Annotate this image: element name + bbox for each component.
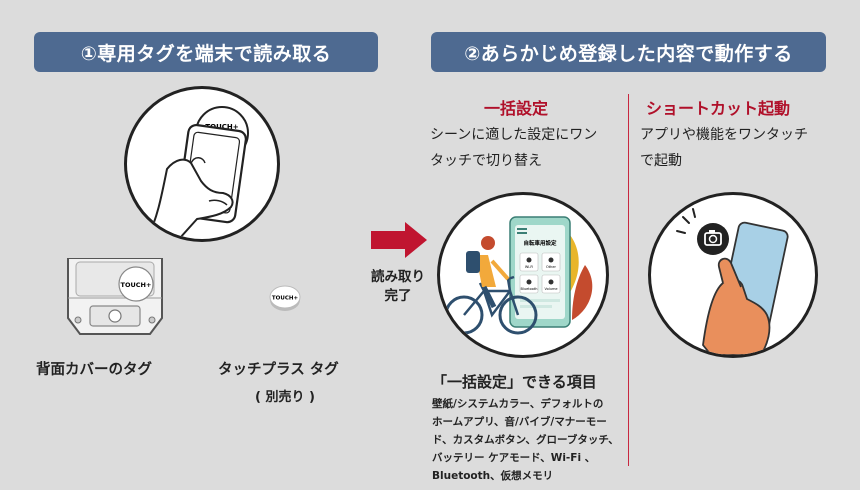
svg-text:Bluetooth: Bluetooth	[521, 287, 538, 291]
shortcut-illustration	[648, 192, 818, 358]
bicycle-illustration: 自転車用設定 Wi-Fi Other Bluetooth Volume	[437, 192, 609, 358]
tap-illustration: TOUCH+	[124, 86, 280, 242]
phone-title: 自転車用設定	[523, 239, 557, 247]
tag-text: TOUCH+	[205, 123, 238, 131]
touchplus-note: ( 別売り )	[255, 390, 315, 405]
touchplus-label: タッチプラス タグ	[218, 362, 339, 378]
bulk-desc-line1: シーンに適した設定にワン	[430, 127, 598, 143]
svg-text:Other: Other	[546, 265, 556, 269]
step1-banner: ①専用タグを端末で読み取る	[34, 32, 378, 72]
back-tag-text: TOUCH+	[121, 281, 152, 289]
bulk-items-line3: ド、カスタムボタン、グローブタッチ、	[432, 434, 619, 446]
svg-text:Wi-Fi: Wi-Fi	[525, 265, 533, 269]
camera-icon	[697, 223, 729, 255]
bulk-setting-heading: 一括設定	[484, 99, 549, 118]
bulk-items-heading: 「一括設定」できる項目	[432, 373, 597, 391]
read-complete-line2: 完了	[384, 288, 412, 304]
touchplus-tag-text: TOUCH+	[272, 296, 299, 302]
shortcut-desc-line2: で起動	[640, 153, 682, 169]
bulk-items-line1: 壁紙/システムカラー、デフォルトの	[432, 398, 604, 410]
back-cover-device: TOUCH+	[62, 258, 168, 344]
shortcut-heading: ショートカット起動	[646, 99, 791, 118]
touchplus-tag: TOUCH+	[268, 283, 302, 313]
bulk-items-line4: バッテリー ケアモード、Wi-Fi 、	[432, 452, 596, 464]
svg-text:Volume: Volume	[544, 287, 557, 291]
arrow-icon	[371, 222, 427, 258]
read-complete-line1: 読み取り	[371, 269, 425, 285]
back-cover-label: 背面カバーのタグ	[36, 362, 152, 378]
bulk-desc-line2: タッチで切り替え	[430, 153, 542, 169]
step2-banner: ②あらかじめ登録した内容で動作する	[431, 32, 826, 72]
shortcut-desc-line1: アプリや機能をワンタッチ	[640, 127, 808, 143]
bulk-items-line2: ホームアプリ、音/バイブ/マナーモー	[432, 416, 607, 428]
section-divider	[628, 94, 629, 466]
bulk-items-line5: Bluetooth、仮想メモリ	[432, 470, 554, 482]
